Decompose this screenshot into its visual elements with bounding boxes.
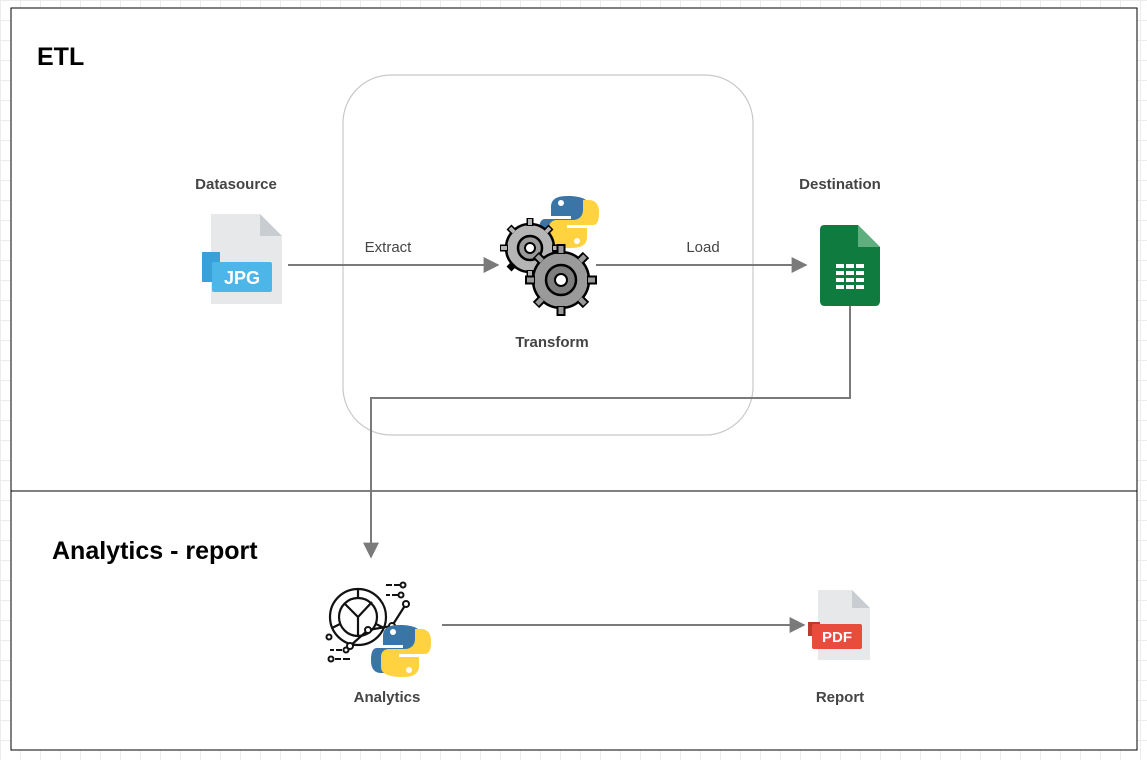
extract-label: Extract <box>364 239 412 256</box>
etl-section <box>10 7 1138 492</box>
report-label: Report <box>815 689 865 706</box>
destination-label: Destination <box>799 176 881 193</box>
etl-section-title: ETL <box>37 43 85 71</box>
pdf-file-icon: PDF <box>808 590 870 660</box>
analytics-section <box>10 490 1138 751</box>
load-label: Load <box>686 239 720 256</box>
transform-container <box>342 74 754 436</box>
analytics-label: Analytics <box>353 689 421 706</box>
datasource-label: Datasource <box>195 176 277 193</box>
jpg-file-icon: JPG <box>202 214 282 304</box>
analytics-section-title: Analytics - report <box>52 537 258 565</box>
jpg-badge-text: JPG <box>224 268 260 288</box>
gears-python-icon <box>500 196 599 316</box>
pdf-badge-text: PDF <box>822 629 852 646</box>
transform-label: Transform <box>515 334 589 351</box>
google-sheets-icon <box>820 225 880 306</box>
destination-to-analytics-arrow <box>363 305 851 559</box>
analytics-python-icon <box>325 581 431 677</box>
